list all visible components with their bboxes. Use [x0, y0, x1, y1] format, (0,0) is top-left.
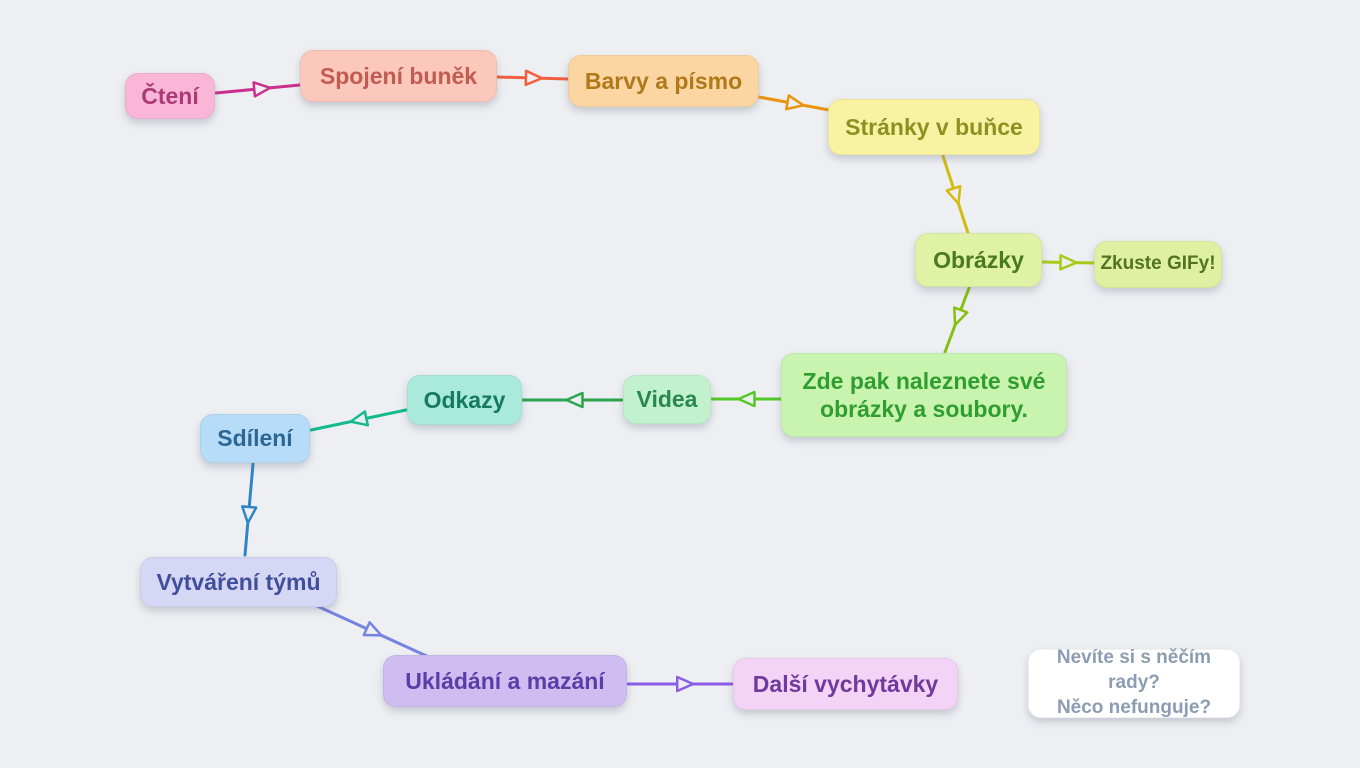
arrowhead-icon [952, 306, 969, 327]
edge-spojeni-bunek-to-barvy-a-pismo[interactable] [495, 69, 570, 87]
arrowhead-icon [349, 410, 370, 427]
node-odkazy[interactable]: Odkazy [407, 375, 522, 425]
node-dalsi-vychytavky[interactable]: Další vychytávky [733, 658, 958, 710]
arrowhead-icon [240, 505, 258, 525]
arrowhead-icon [1059, 254, 1078, 271]
node-spojeni-bunek[interactable]: Spojení buněk [300, 50, 497, 102]
edge-odkazy-to-sdileni[interactable] [309, 408, 408, 432]
node-stranky-v-bunce[interactable]: Stránky v buňce [828, 99, 1040, 155]
arrowhead-icon [362, 621, 383, 637]
edge-vytvareni-tymu-to-ukladani-a-mazani[interactable] [315, 604, 433, 660]
edge-sdileni-to-vytvareni-tymu[interactable] [240, 462, 258, 557]
node-barvy-a-pismo[interactable]: Barvy a písmo [568, 55, 759, 107]
arrowhead-icon [737, 390, 756, 408]
edge-obrazky-to-zde-pak[interactable] [943, 286, 971, 354]
node-vytvareni-tymu[interactable]: Vytváření týmů [140, 557, 337, 607]
edge-videa-to-odkazy[interactable] [521, 391, 624, 409]
arrowhead-icon [785, 94, 805, 111]
node-sdileni[interactable]: Sdílení [200, 414, 310, 463]
node-zde-pak[interactable]: Zde pak naleznete své obrázky a soubory. [781, 353, 1067, 437]
arrowhead-icon [565, 391, 584, 409]
arrowhead-icon [945, 185, 962, 205]
arrowhead-icon [675, 675, 695, 693]
node-napoveda[interactable]: Nevíte si s něčím rady? Něco nefunguje? [1028, 647, 1240, 718]
node-videa[interactable]: Videa [623, 375, 711, 424]
node-zkuste-gify[interactable]: Zkuste GIFy! [1094, 241, 1222, 288]
edge-stranky-v-bunce-to-obrazky[interactable] [941, 154, 970, 235]
edge-zde-pak-to-videa[interactable] [710, 390, 783, 408]
edge-obrazky-to-zkuste-gify[interactable] [1041, 254, 1096, 271]
arrowhead-icon [524, 69, 544, 87]
edge-cteni-to-spojeni-bunek[interactable] [214, 81, 302, 98]
node-cteni[interactable]: Čtení [125, 73, 215, 119]
node-ukladani-a-mazani[interactable]: Ukládání a mazání [383, 655, 627, 707]
node-obrazky[interactable]: Obrázky [915, 233, 1042, 287]
arrowhead-icon [252, 81, 272, 98]
edge-barvy-a-pismo-to-stranky-v-bunce[interactable] [757, 94, 831, 112]
edge-ukladani-a-mazani-to-dalsi-vychytavky[interactable] [626, 675, 734, 693]
